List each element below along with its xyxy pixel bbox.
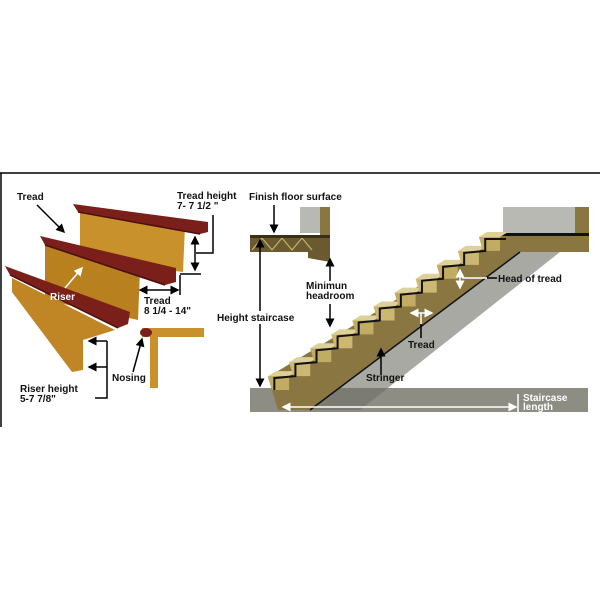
tread-bottom xyxy=(5,266,130,328)
label-staircase-length: Staircase xyxy=(523,393,568,404)
label-height-staircase: Height staircase xyxy=(217,313,295,324)
stringer xyxy=(268,237,520,410)
stair-step xyxy=(289,362,311,377)
nosing-detail-riser xyxy=(150,337,158,388)
label-tread-height-value: 7- 7 1/2 " xyxy=(177,201,219,212)
stair-step xyxy=(457,250,479,265)
stair-step xyxy=(478,237,500,251)
step-illustration xyxy=(5,204,208,388)
stair-step xyxy=(436,264,458,279)
label-riser-height: Riser height xyxy=(20,384,78,395)
staircase-section xyxy=(250,207,589,412)
label-finish-floor-surface: Finish floor surface xyxy=(249,192,342,203)
upper-floor-right xyxy=(500,235,589,252)
stair-step xyxy=(394,292,416,307)
stair-tread xyxy=(352,315,382,321)
stair-step xyxy=(373,306,395,321)
stair-tread xyxy=(310,343,340,349)
nosing-leader xyxy=(132,337,145,373)
tread-height-bracket xyxy=(196,215,214,254)
label-riser: Riser xyxy=(50,292,75,303)
stair-tread xyxy=(268,371,298,377)
riser-height-bracket xyxy=(95,341,108,399)
stair-tread xyxy=(478,232,508,237)
riser-bottom-side xyxy=(12,278,115,372)
stringer-cut-line xyxy=(273,238,506,390)
stair-step xyxy=(331,334,353,349)
tread-leader xyxy=(36,204,66,234)
stair-tread xyxy=(415,273,445,279)
stair-step xyxy=(415,278,437,293)
nosing-detail-tread xyxy=(142,328,204,337)
label-tread-depth-value: 8 1/4 - 14" xyxy=(144,306,191,317)
stair-tread xyxy=(394,287,424,293)
stair-tread xyxy=(457,245,487,251)
riser-leader xyxy=(64,266,83,289)
stair-step xyxy=(268,376,290,390)
label-minimum-headroom-2: headroom xyxy=(306,291,354,302)
label-tread: Tread xyxy=(17,192,44,203)
label-nosing: Nosing xyxy=(112,373,146,384)
label-minimum-headroom: Minimun xyxy=(306,281,347,292)
label-head-of-tread: Head of tread xyxy=(498,274,562,285)
label-tread-right: Tread xyxy=(408,340,435,351)
stair-tread xyxy=(373,301,403,307)
upper-wall-left xyxy=(300,207,320,233)
tread-middle xyxy=(40,236,176,285)
stair-tread xyxy=(331,329,361,335)
label-tread-depth: Tread xyxy=(144,296,171,307)
label-riser-height-value: 5-7 7/8" xyxy=(20,394,56,405)
stair-steps xyxy=(268,232,508,390)
stair-step xyxy=(352,320,374,335)
stair-tread xyxy=(436,259,466,265)
nosing-detail-round xyxy=(140,328,152,337)
upper-wall-right xyxy=(503,207,575,233)
stair-step xyxy=(310,348,332,363)
label-tread-height: Tread height xyxy=(177,191,237,202)
label-stringer: Stringer xyxy=(366,373,404,384)
label-staircase-length-2: length xyxy=(523,402,553,413)
tread-top xyxy=(73,204,208,234)
stair-tread xyxy=(289,357,319,363)
